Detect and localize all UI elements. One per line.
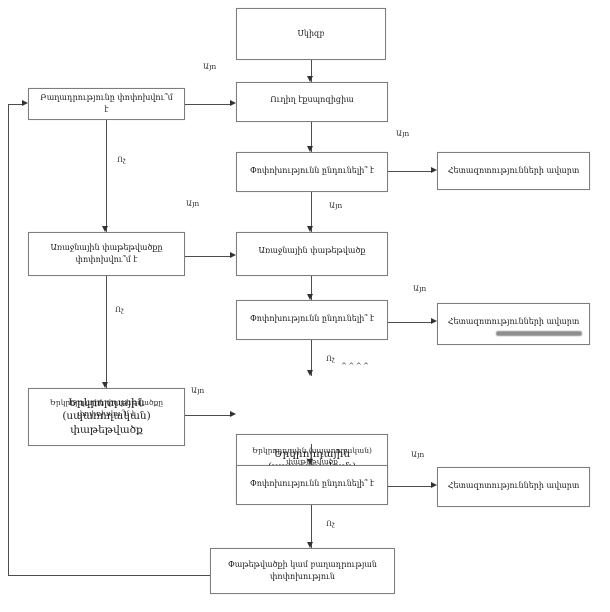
arrowhead-down-icon [307,294,313,300]
arrowhead-down-icon [307,542,313,548]
connector-exposure-to-decision1 [311,122,312,152]
node-research-end-3-label: Հետազոտությունների ավարտ [447,481,580,490]
edge-label-yes: Այո [191,386,205,395]
edge-label-yes: Այո [396,129,410,138]
connector-feedback-vertical [8,104,9,576]
node-research-end-1: Հետազոտությունների ավարտ [437,152,590,190]
connector-secondary-question-to-secondary [185,415,231,416]
node-final-change: Փաթեթվածքի կամ բաղադրության փոփոխություն [210,548,395,594]
connector-decision1-to-primary [311,192,312,232]
node-secondary-packaging-question-ghost-text: Երկրորդային փաթեթվածքը փոփոխվու՞մ է [49,398,164,418]
node-composition-question: Բաղադրությունը փոփոխվու՞մ է [28,88,185,120]
arrowhead-down-icon [307,76,313,82]
node-secondary-packaging-question-label: Երկրորդային (սպառողական) փաթեթվածք [62,396,151,436]
node-primary-packaging-label: Առաջնային փաթեթվածք [258,246,366,255]
scan-artifact-carets: ^^^^ [341,362,371,370]
arrowhead-down-icon [307,226,313,232]
connector-primary-question-to-secondary-question [106,276,107,388]
node-research-end-3: Հետազոտությունների ավարտ [437,467,590,507]
arrowhead-down-icon [307,370,313,376]
edge-label-yes: Այո [186,199,200,208]
edge-label-yes: Այո [413,284,427,293]
node-primary-packaging-question-label: Առաջնային փաթեթվածքը փոփոխվու՞մ է [50,243,163,264]
arrowhead-down-icon [102,382,108,388]
connector-composition-to-primary-question [106,120,107,232]
node-change-acceptable-3: Փոփոխությունն ընդունելի՞ է [236,465,388,505]
node-direct-exposure: Ուղիղ էքսպոզիցիա [236,82,388,122]
edge-label-no: Ոչ [117,155,126,164]
node-change-acceptable-2: Փոփոխությունն ընդունելի՞ է [236,300,388,340]
node-research-end-2: Հետազոտությունների ավարտ [437,303,590,345]
arrowhead-right-icon [431,318,437,324]
arrowhead-down-icon [102,226,108,232]
node-primary-packaging: Առաջնային փաթեթվածք [236,232,388,276]
node-research-end-1-label: Հետազոտությունների ավարտ [447,166,580,175]
node-composition-question-label: Բաղադրությունը փոփոխվու՞մ է [40,93,173,114]
connector-primary-to-decision2 [311,276,312,300]
edge-label-no: Ոչ [326,354,335,363]
connector-composition-to-exposure [185,104,231,105]
connector-decision1-to-end1 [388,171,432,172]
edge-label-yes: Այո [329,201,343,210]
node-change-acceptable-1-label: Փոփոխությունն ընդունելի՞ է [249,166,375,175]
arrowhead-down-icon [307,459,313,465]
connector-decision3-to-end3 [388,486,432,487]
arrowhead-down-icon [307,146,313,152]
node-change-acceptable-1: Փոփոխությունն ընդունելի՞ է [236,152,388,192]
connector-secondary-to-decision3 [311,444,312,465]
scan-artifact-smear [496,331,582,336]
node-change-acceptable-2-label: Փոփոխությունն ընդունելի՞ է [249,314,375,323]
connector-decision2-to-end2 [388,322,432,323]
connector-start-to-exposure [311,60,312,82]
connector-feedback-bottom [8,575,210,576]
node-start-label: Սկիզբ [297,29,325,39]
edge-label-yes: Այո [411,450,425,459]
connector-decision3-to-final [311,505,312,548]
node-research-end-2-label: Հետազոտությունների ավարտ [447,317,580,326]
arrowhead-right-icon [230,100,236,106]
edge-label-yes: Այո [203,62,217,71]
connector-decision2-to-secondary [311,340,312,376]
arrowhead-right-icon [431,167,437,173]
node-change-acceptable-3-label: Փոփոխությունն ընդունելի՞ է [249,479,375,488]
node-start: Սկիզբ [236,8,386,60]
edge-label-no: Ոչ [326,519,335,528]
edge-label-no: Ոչ [115,305,124,314]
node-secondary-packaging-question: Երկրորդային (սպառողական) փաթեթվածք Երկրո… [28,388,185,446]
arrowhead-right-icon [431,482,437,488]
arrowhead-right-icon [22,100,28,106]
node-direct-exposure-label: Ուղիղ էքսպոզիցիա [270,95,354,104]
arrowhead-right-icon [230,252,236,258]
node-primary-packaging-question: Առաջնային փաթեթվածքը փոփոխվու՞մ է [28,232,185,276]
connector-primary-question-to-primary [185,256,231,257]
connector-feedback-to-composition [8,104,23,105]
arrowhead-right-icon [230,411,236,417]
node-final-change-label: Փաթեթվածքի կամ բաղադրության փոփոխություն [227,560,378,581]
